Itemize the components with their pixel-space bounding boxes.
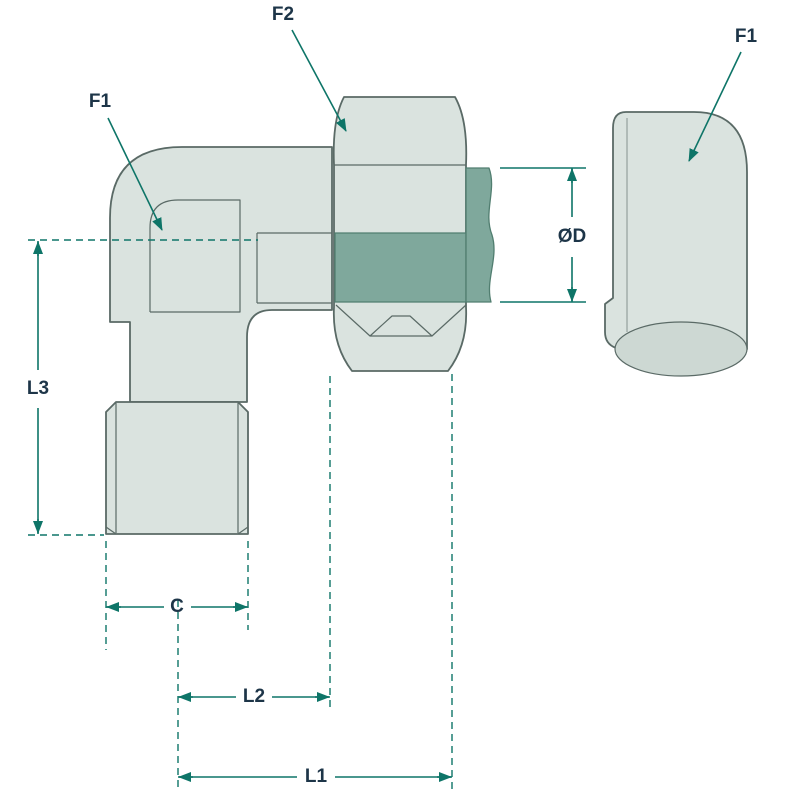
end-view — [604, 111, 748, 377]
dim-l1: L1 — [178, 766, 452, 787]
thread-chamfer-left — [105, 526, 117, 535]
leader-f2: F2 — [272, 4, 347, 132]
dim-l2: L2 — [178, 686, 330, 707]
label-f1-left: F1 — [89, 91, 112, 112]
cutting-ring-detail — [335, 304, 467, 337]
label-f2: F2 — [272, 4, 294, 25]
label-f1-right: F1 — [735, 26, 758, 47]
tube-cut-band — [334, 232, 467, 303]
male-thread — [105, 401, 249, 535]
tube-end-break — [465, 167, 495, 303]
leader-f1-left: F1 — [89, 91, 163, 231]
dim-label-l1: L1 — [305, 766, 328, 787]
leader-f1-right: F1 — [688, 26, 758, 162]
f1-left-leader-line — [107, 117, 163, 231]
f2-leader-line — [291, 29, 347, 132]
dim-od: ØD — [558, 168, 587, 302]
tube — [334, 167, 495, 303]
f1-right-leader-line — [688, 51, 742, 162]
thread-outline — [105, 401, 249, 535]
dim-c: C — [106, 596, 248, 617]
body-outline — [109, 146, 333, 403]
thread-chamfer-right — [237, 526, 249, 535]
dim-label-l2: L2 — [243, 686, 265, 707]
dim-l3: L3 — [27, 241, 49, 534]
port-pocket — [149, 199, 241, 313]
dim-label-c: C — [170, 596, 184, 617]
elbow-body — [109, 146, 333, 403]
end-view-port-ellipse — [614, 321, 748, 377]
dim-label-l3: L3 — [27, 378, 49, 399]
dim-label-od: ØD — [558, 226, 587, 247]
